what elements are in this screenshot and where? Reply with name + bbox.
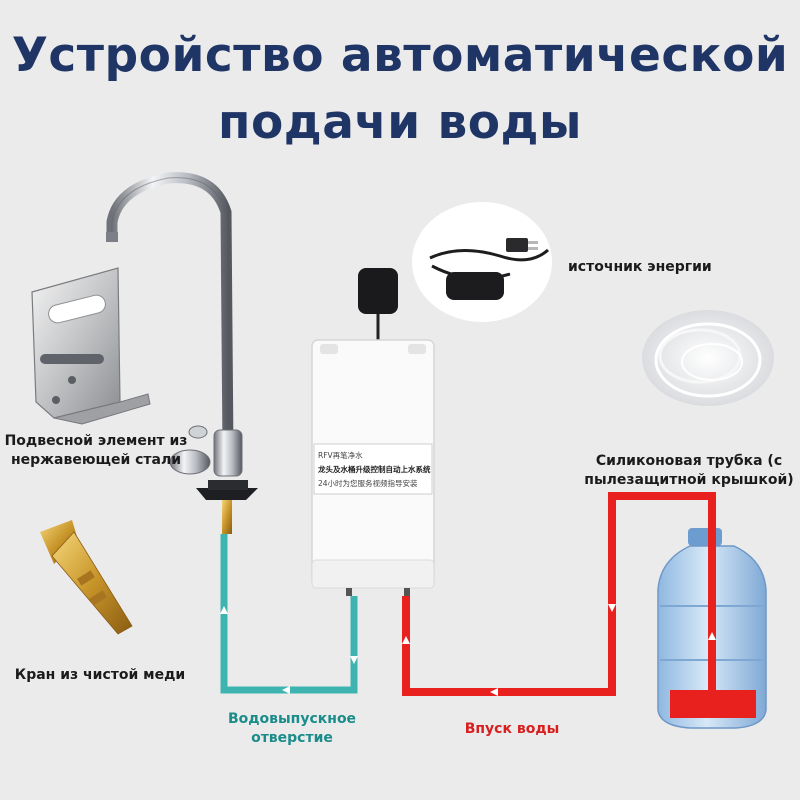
power-adapter-image bbox=[412, 202, 552, 322]
title-line-2: подачи воды bbox=[218, 95, 582, 150]
float-sensor-image bbox=[358, 268, 398, 342]
device-text-line-2: 龙头及水桶升级控制自动上水系统 bbox=[318, 464, 431, 474]
faucet-image bbox=[106, 172, 258, 534]
outlet-label: Водовыпускное отверстие bbox=[227, 711, 357, 746]
flow-arrows bbox=[220, 604, 716, 696]
controller-box bbox=[311, 339, 435, 596]
arrow-left-outlet bbox=[282, 686, 290, 694]
copper-valve-label: Кран из чистой меди bbox=[14, 667, 186, 683]
arrow-left-inlet bbox=[490, 688, 498, 696]
arrow-down-outlet bbox=[350, 656, 358, 664]
arrow-down-inlet bbox=[608, 604, 616, 612]
arrow-up-outlet bbox=[220, 606, 228, 614]
inlet-label: Впуск воды bbox=[464, 721, 560, 737]
copper-valve-image bbox=[40, 520, 133, 635]
title-line-1: Устройство автоматической bbox=[11, 28, 789, 83]
steel-bracket-image bbox=[31, 267, 151, 425]
steel-bracket-label: Подвесной элемент из нержавеющей стали bbox=[4, 433, 188, 468]
device-text-line-1: RFV再笔净水 bbox=[318, 450, 363, 460]
device-text-line-3: 24小时为您服务视频指导安装 bbox=[318, 478, 418, 488]
power-source-label: источник энергии bbox=[568, 259, 712, 275]
silicone-tube-image bbox=[642, 310, 774, 406]
arrow-up-bottle bbox=[708, 632, 716, 640]
silicone-tube-label: Силиконовая трубка (с пылезащитной крышк… bbox=[584, 453, 794, 488]
inlet-filter-block bbox=[670, 690, 756, 718]
arrow-up-inlet bbox=[402, 636, 410, 644]
inlet-pipe bbox=[402, 492, 716, 706]
